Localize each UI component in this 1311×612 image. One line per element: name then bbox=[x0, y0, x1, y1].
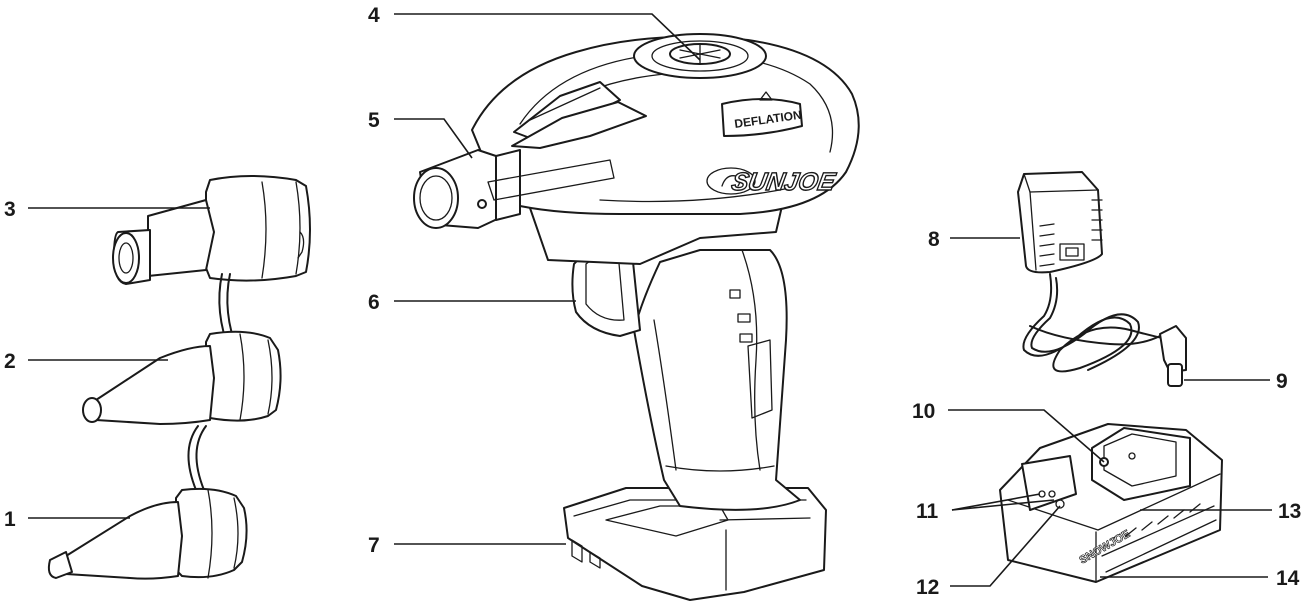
nozzle-small bbox=[47, 487, 248, 580]
leader-12 bbox=[950, 505, 1061, 587]
callout-6: 6 bbox=[368, 291, 380, 314]
inflator-body: DEFLATION SUNJOE bbox=[413, 33, 860, 601]
leader-4 bbox=[394, 13, 701, 61]
nozzle-large bbox=[112, 175, 311, 285]
leader-11b bbox=[951, 499, 1055, 511]
leader-11a bbox=[951, 493, 1041, 511]
callout-12: 12 bbox=[916, 576, 939, 599]
callout-1: 1 bbox=[4, 508, 16, 531]
leader-lines bbox=[28, 13, 1272, 587]
nozzle-medium bbox=[82, 330, 282, 425]
callout-7: 7 bbox=[368, 534, 380, 557]
callout-8: 8 bbox=[928, 228, 940, 251]
charger-plug bbox=[1159, 325, 1187, 387]
callout-3: 3 bbox=[4, 198, 16, 221]
battery-pack: SNOWJOE bbox=[999, 423, 1223, 583]
leader-10 bbox=[948, 409, 1105, 463]
callout-11: 11 bbox=[916, 500, 939, 523]
brand-logo-text: SUNJOE bbox=[729, 168, 838, 196]
callout-2: 2 bbox=[4, 350, 16, 373]
callout-13: 13 bbox=[1278, 500, 1301, 523]
callout-14: 14 bbox=[1276, 567, 1300, 590]
callout-numbers: 1 2 3 4 5 6 7 8 9 10 11 12 13 14 bbox=[4, 4, 1301, 599]
callout-9: 9 bbox=[1276, 370, 1288, 393]
callout-10: 10 bbox=[912, 400, 935, 423]
callout-4: 4 bbox=[368, 4, 380, 27]
leader-5 bbox=[394, 118, 473, 159]
charger-cord bbox=[1022, 273, 1173, 373]
charger-adapter bbox=[1017, 171, 1103, 274]
callout-5: 5 bbox=[368, 109, 380, 132]
